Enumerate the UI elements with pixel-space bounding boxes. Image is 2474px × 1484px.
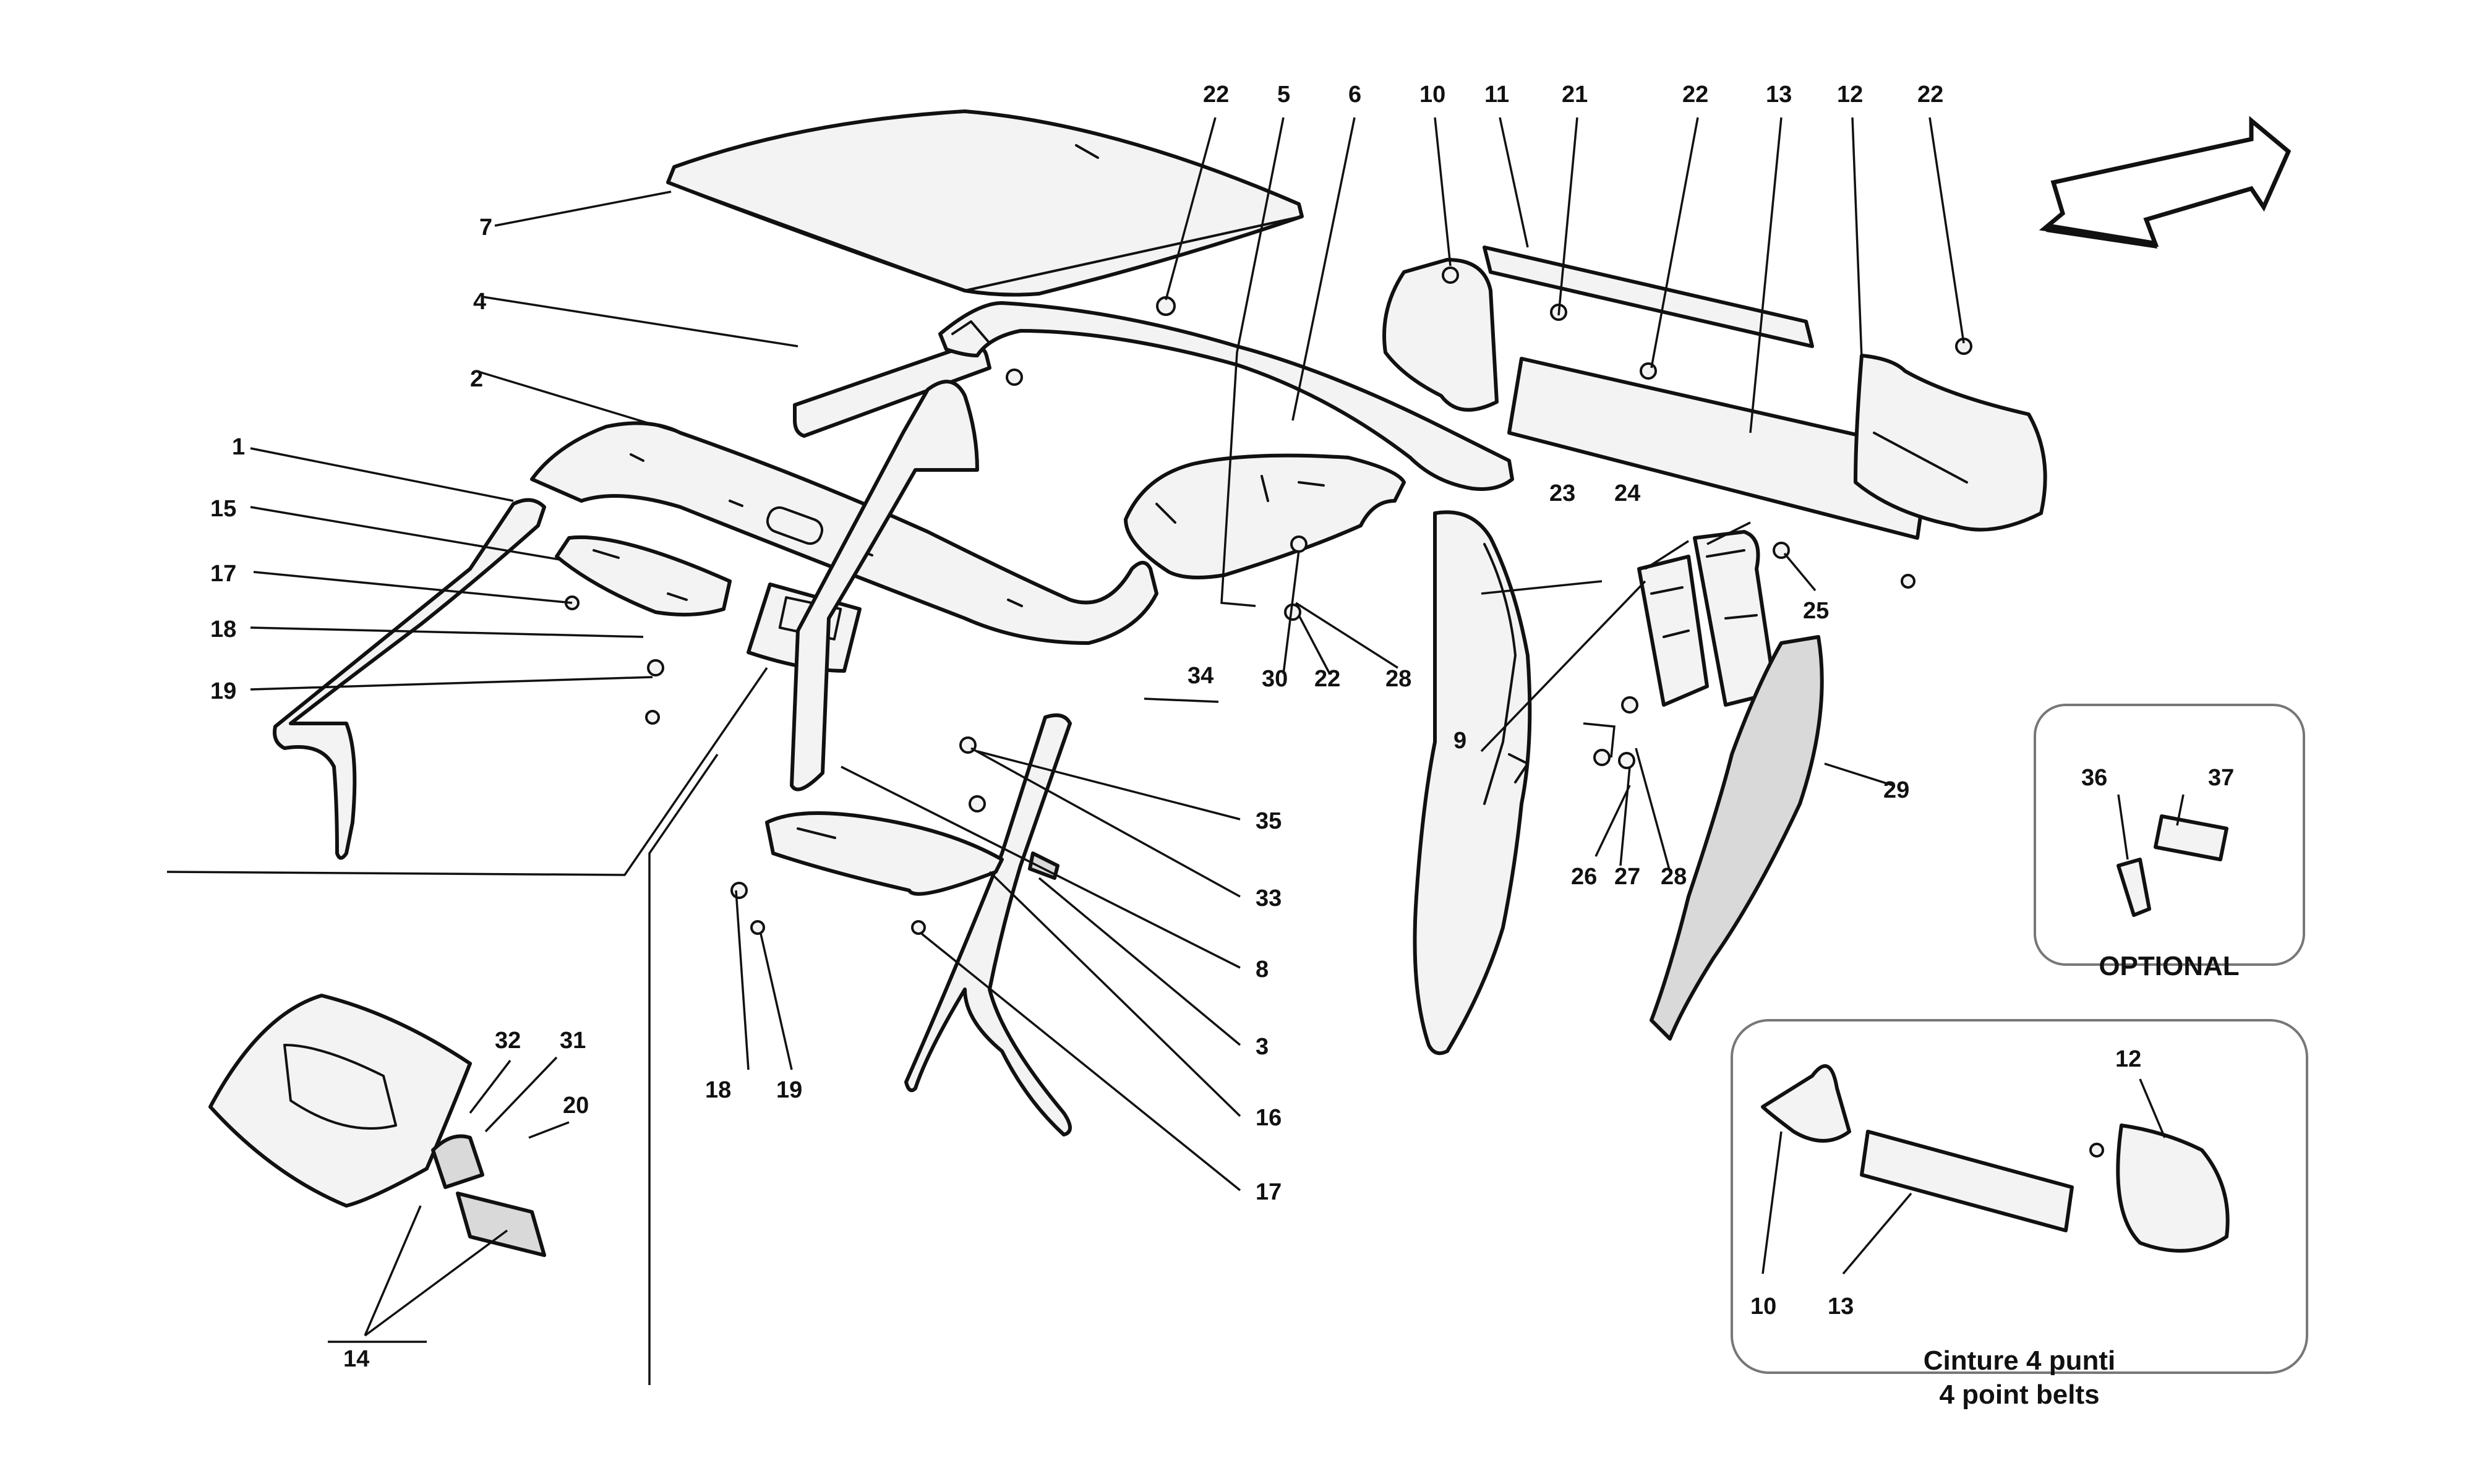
- part-10-panel: [1382, 258, 1499, 412]
- callout-25: 25: [1803, 598, 1829, 624]
- callout-22-top-3: 22: [1917, 82, 1943, 108]
- callout-13-box: 13: [1828, 1294, 1854, 1320]
- callout-32: 32: [495, 1028, 521, 1054]
- callout-4: 4: [473, 289, 486, 315]
- part-13-trim-panel: [1507, 357, 1932, 540]
- callout-18: 18: [210, 616, 236, 642]
- callout-8: 8: [1256, 957, 1269, 983]
- leader-lines: [166, 117, 2185, 1385]
- callout-23: 23: [1549, 480, 1575, 506]
- callout-15: 15: [210, 496, 236, 522]
- part-23-bracket: [1637, 555, 1709, 707]
- callout-24: 24: [1614, 480, 1640, 506]
- callout-18-low: 18: [705, 1077, 731, 1103]
- callout-33: 33: [1256, 885, 1282, 911]
- callout-29: 29: [1883, 777, 1909, 803]
- belts-part-10: [1761, 1064, 1851, 1143]
- callout-27: 27: [1614, 864, 1640, 890]
- callout-13-top: 13: [1766, 82, 1792, 108]
- callout-14: 14: [343, 1346, 369, 1372]
- callout-31: 31: [560, 1028, 586, 1054]
- belts-caption-english: 4 point belts: [1939, 1380, 2099, 1410]
- callout-16: 16: [1256, 1105, 1282, 1131]
- callout-20: 20: [563, 1093, 589, 1119]
- direction-arrow-shadow: [2046, 224, 2157, 249]
- callout-22-top-2: 22: [1682, 82, 1708, 108]
- callout-19-low: 19: [776, 1077, 802, 1103]
- part-9-c-pillar: [1413, 510, 1532, 1055]
- optional-label: OPTIONAL: [2099, 951, 2239, 981]
- belts-part-12: [2116, 1124, 2230, 1253]
- callout-3: 3: [1256, 1034, 1269, 1060]
- part-11-rail: [1483, 245, 1814, 348]
- callout-10-box: 10: [1750, 1294, 1776, 1320]
- direction-arrow-icon: [2039, 116, 2292, 247]
- callout-35: 35: [1256, 808, 1282, 834]
- callout-26: 26: [1571, 864, 1597, 890]
- callout-5: 5: [1277, 82, 1290, 108]
- belts-caption-italian: Cinture 4 punti: [1924, 1345, 2115, 1376]
- callout-36: 36: [2081, 765, 2107, 791]
- callout-6: 6: [1348, 82, 1361, 108]
- callout-12-box: 12: [2115, 1046, 2141, 1072]
- part-29-quarter-insulation: [1650, 635, 1824, 1041]
- callout-30: 30: [1262, 666, 1288, 692]
- optional-part-37: [2154, 814, 2228, 861]
- part-12-rear-panel: [1854, 354, 2047, 532]
- callout-12-top: 12: [1837, 82, 1863, 108]
- callout-28-mid: 28: [1385, 666, 1411, 692]
- part-sun-visor-left: [555, 535, 732, 616]
- inset-vanity-mirror: [208, 994, 546, 1257]
- belts-part-13: [1860, 1130, 2074, 1232]
- callout-11: 11: [1484, 82, 1509, 108]
- callout-9: 9: [1453, 728, 1466, 754]
- callout-22-mid: 22: [1314, 666, 1340, 692]
- callout-22-top-1: 22: [1203, 82, 1229, 108]
- callout-34: 34: [1188, 663, 1213, 689]
- part-1-a-pillar-trim: [273, 498, 546, 860]
- part-8-b-pillar-upper: [790, 380, 979, 791]
- callout-7: 7: [479, 215, 492, 241]
- part-7-roof-panel: [666, 109, 1304, 297]
- callout-10-top: 10: [1419, 82, 1445, 108]
- callout-17-low: 17: [1256, 1179, 1282, 1205]
- callout-labels: 1 2 7 4 15 17 18 19 22 5 6 10 11 21 22 1…: [210, 82, 2234, 1372]
- part-16-sun-visor: [765, 811, 1004, 896]
- callout-1: 1: [232, 434, 245, 460]
- callout-21: 21: [1562, 82, 1588, 108]
- callout-28-low: 28: [1661, 864, 1687, 890]
- callout-19: 19: [210, 678, 236, 704]
- optional-part-36: [2117, 858, 2151, 917]
- callout-2: 2: [470, 366, 483, 392]
- part-24-bracket: [1693, 530, 1777, 707]
- part-5-rear-quarter-upper: [1124, 453, 1406, 579]
- part-6-upper-rail: [938, 301, 1514, 491]
- callout-17: 17: [210, 561, 236, 587]
- callout-37: 37: [2208, 765, 2234, 791]
